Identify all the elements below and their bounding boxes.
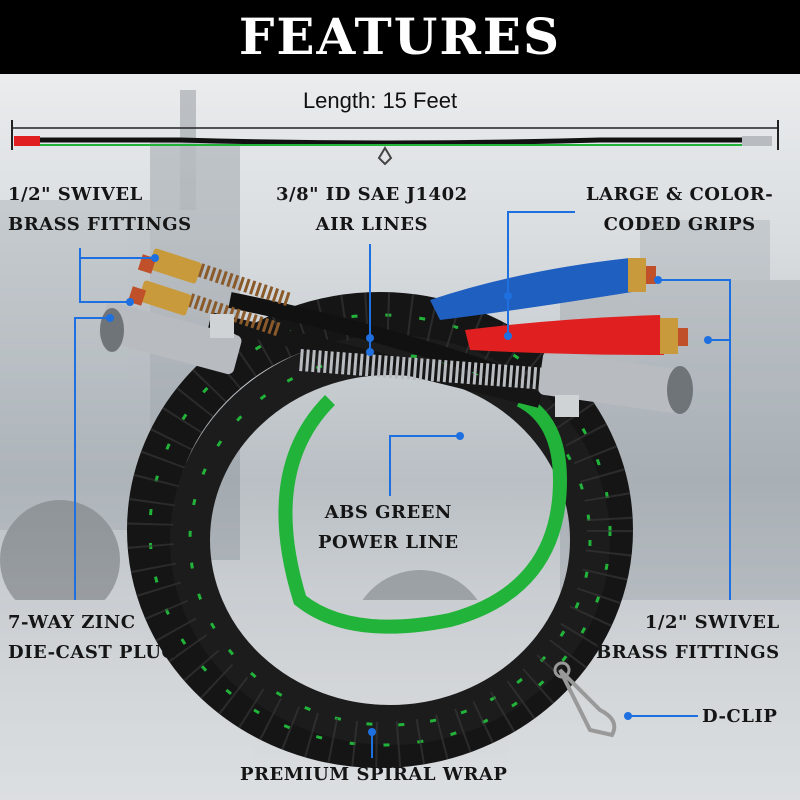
callout-text-line: AIR LINES xyxy=(315,214,428,235)
air-lines xyxy=(208,292,542,408)
callout-lines xyxy=(74,211,731,758)
callout-color-coded-grips: LARGE & COLOR- CODED GRIPS xyxy=(586,180,773,240)
callout-power-line: ABS GREEN POWER LINE xyxy=(318,498,459,558)
left-fittings xyxy=(127,248,293,337)
callout-text-line: BRASS FITTINGS xyxy=(8,214,192,235)
callout-swivel-fittings-top: 1/2" SWIVEL BRASS FITTINGS xyxy=(8,180,192,240)
length-label: Length: 15 Feet xyxy=(302,88,458,113)
callout-text-line: 1/2" SWIVEL xyxy=(644,612,780,633)
right-plug xyxy=(538,351,693,417)
callout-swivel-fittings-bottom: 1/2" SWIVEL BRASS FITTINGS xyxy=(596,608,780,668)
green-power-line xyxy=(278,393,568,634)
callout-text-line: BRASS FITTINGS xyxy=(596,642,780,663)
callout-d-clip: D-CLIP xyxy=(702,706,778,727)
length-hose xyxy=(11,120,779,166)
right-spring xyxy=(299,349,561,391)
callout-text-line: LARGE & COLOR- xyxy=(586,184,774,205)
callout-text-line: 7-WAY ZINC xyxy=(8,612,136,633)
callout-text-line: 3/8" ID SAE J1402 xyxy=(276,184,468,205)
callout-spiral-wrap: PREMIUM SPIRAL WRAP xyxy=(240,764,508,785)
callout-text-line: DIE-CAST PLUG xyxy=(8,642,178,663)
blue-grip xyxy=(430,258,656,320)
red-grip xyxy=(465,315,688,355)
callout-text-line: CODED GRIPS xyxy=(603,214,756,235)
callout-7-way-plug: 7-WAY ZINC DIE-CAST PLUG xyxy=(8,608,177,668)
callout-air-lines: 3/8" ID SAE J1402 AIR LINES xyxy=(276,180,468,240)
banner-title: FEATURES xyxy=(238,7,562,66)
callout-text-line: POWER LINE xyxy=(318,532,459,553)
features-banner: FEATURES xyxy=(0,0,800,74)
d-clip-illustration xyxy=(553,661,617,738)
callout-text-line: ABS GREEN xyxy=(324,502,452,523)
callout-text-line: 1/2" SWIVEL xyxy=(8,184,143,205)
